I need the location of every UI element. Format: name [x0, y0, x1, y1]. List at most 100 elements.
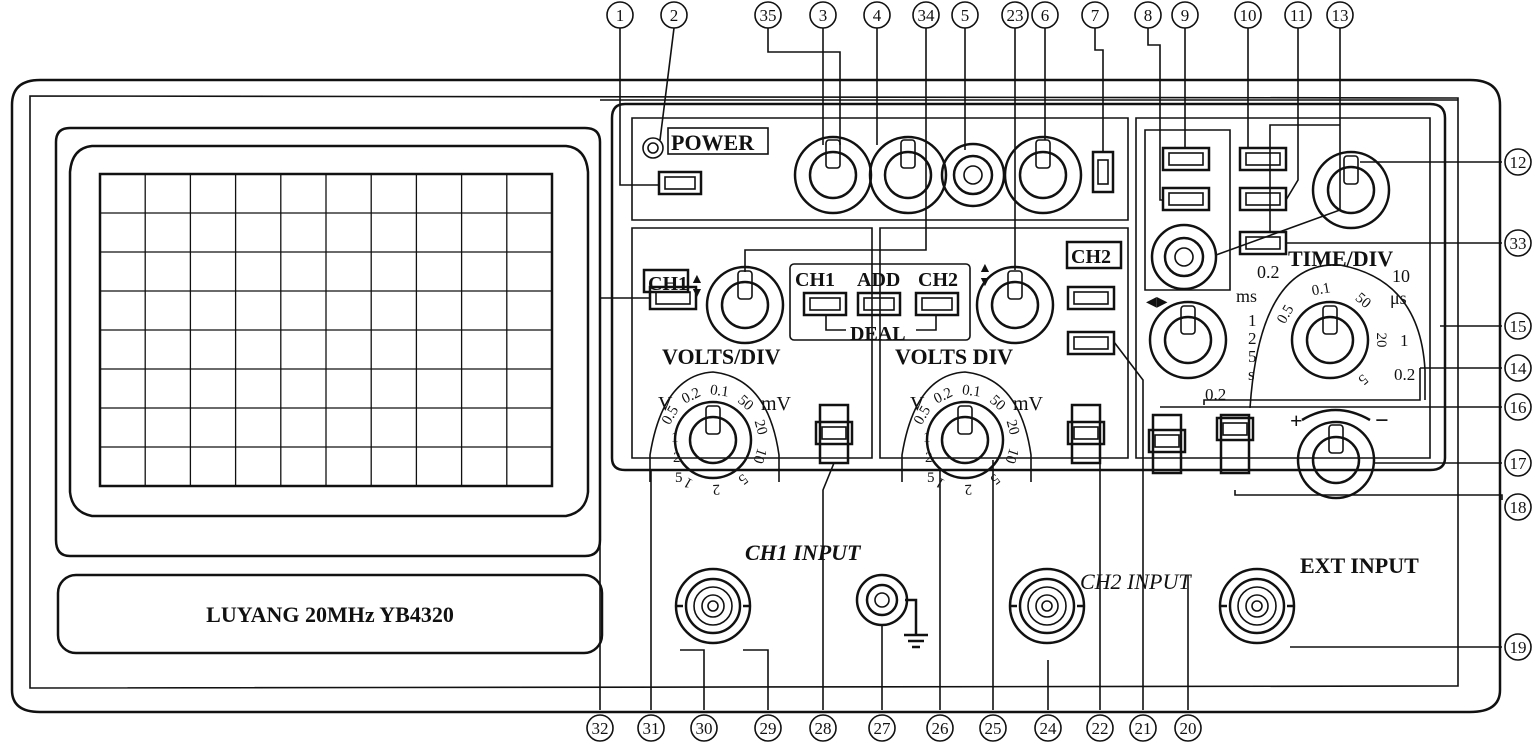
trigger-level-knob[interactable] — [1150, 223, 1218, 291]
callout-27: 27 — [868, 714, 896, 742]
ch2-label: CH2 — [1071, 246, 1111, 268]
time-us-label: μs — [1390, 288, 1407, 308]
callout-number: 2 — [670, 6, 679, 25]
callout-35: 35 — [754, 1, 782, 29]
power-switch[interactable] — [657, 170, 703, 196]
trigger-button-9[interactable] — [1161, 146, 1211, 172]
callout-23: 23 — [1001, 1, 1029, 29]
callout-32: 32 — [586, 714, 614, 742]
callout-number: 8 — [1144, 6, 1153, 25]
model-plate: LUYANG 20MHz YB4320 — [56, 573, 604, 655]
trigger-section — [1150, 146, 1391, 291]
dial-scale-value: 20 — [1003, 418, 1022, 437]
leader-lines — [599, 27, 1503, 710]
callout-28: 28 — [809, 714, 837, 742]
callout-19: 19 — [1504, 633, 1532, 661]
intensity-knob[interactable] — [793, 135, 873, 215]
time-ms-label: ms — [1236, 286, 1257, 306]
callout-33: 33 — [1504, 229, 1532, 257]
trigger-button-8[interactable] — [1161, 186, 1211, 212]
dial-left-value: 2 — [925, 450, 933, 466]
callout-21: 21 — [1129, 714, 1157, 742]
model-label: LUYANG 20MHz YB4320 — [206, 602, 454, 627]
callout-number: 31 — [643, 719, 660, 738]
time-scale-value: 50 — [1352, 290, 1374, 312]
crt-screen — [54, 126, 602, 558]
callout-number: 35 — [760, 6, 777, 25]
ch2-gnd-switch[interactable] — [1066, 403, 1106, 465]
ch2-input-connector[interactable] — [1008, 567, 1086, 645]
dial-scale-value: 5 — [735, 470, 751, 487]
calibrator-terminal[interactable] — [1091, 150, 1115, 194]
holdoff-knob[interactable] — [1311, 150, 1391, 230]
dial-scale-value: 1 — [681, 474, 695, 492]
callout-number: 28 — [815, 719, 832, 738]
callout-number: 19 — [1510, 638, 1527, 657]
callout-10: 10 — [1234, 1, 1262, 29]
ch1-input-connector[interactable] — [674, 567, 752, 645]
ext-input-connector[interactable] — [1218, 567, 1296, 645]
time-left-value: 1 — [1248, 311, 1257, 330]
ch1-position-knob[interactable] — [705, 265, 785, 345]
astigmatism-knob[interactable] — [940, 142, 1006, 208]
callout-number: 26 — [932, 719, 949, 738]
time-scale-value: 0.1 — [1311, 280, 1332, 299]
callout-11: 11 — [1284, 1, 1312, 29]
time-left-bottom: 0.2 — [1205, 385, 1226, 404]
dial-scale-value: 10 — [1001, 446, 1021, 465]
dial-scale-value: 10 — [749, 446, 769, 465]
sweep-switch-right[interactable] — [1215, 413, 1255, 475]
callout-number: 16 — [1510, 398, 1527, 417]
callout-number: 10 — [1240, 6, 1257, 25]
callout-number: 22 — [1092, 719, 1109, 738]
dial-scale-value: 20 — [751, 418, 770, 437]
ch1-label: CH1 — [648, 273, 688, 295]
callout-29: 29 — [754, 714, 782, 742]
ch2-position-knob[interactable] — [975, 265, 1055, 345]
callout-number: 18 — [1510, 498, 1527, 517]
ch2-invert-button[interactable] — [1066, 330, 1116, 356]
power-section: POWER — [642, 127, 769, 196]
ch1-input-label: CH1 INPUT — [745, 540, 862, 565]
mode-ch2-button[interactable] — [914, 291, 960, 317]
time-div-label: TIME/DIV — [1288, 246, 1393, 271]
trigger-button-10[interactable] — [1238, 146, 1288, 172]
trigger-button-11[interactable] — [1238, 186, 1288, 212]
ch2-input-label: CH2 INPUT — [1080, 569, 1192, 594]
callout-number: 13 — [1332, 6, 1349, 25]
trigger-level-knob-large[interactable] — [1296, 420, 1376, 500]
dial-scale-value: 0.1 — [709, 382, 730, 400]
callout-34: 34 — [912, 1, 940, 29]
mode-ch1-button[interactable] — [802, 291, 848, 317]
ch1-gnd-switch[interactable] — [814, 403, 854, 465]
focus-knob[interactable] — [868, 135, 948, 215]
h-position-knob[interactable] — [1148, 300, 1228, 380]
ground-terminal[interactable] — [855, 573, 909, 627]
trace-rotation-knob[interactable] — [1003, 135, 1083, 215]
h-position-arrow-icon: ◀▶ — [1146, 295, 1168, 310]
callout-number: 3 — [819, 6, 828, 25]
ground-icon — [904, 598, 928, 649]
callout-15: 15 — [1504, 312, 1532, 340]
callout-number: 4 — [873, 6, 882, 25]
callout-20: 20 — [1174, 714, 1202, 742]
mode-add-button[interactable] — [856, 291, 902, 317]
callout-16: 16 — [1504, 393, 1532, 421]
callout-5: 5 — [951, 1, 979, 29]
ch2-volts-div-label: VOLTS DIV — [895, 344, 1013, 369]
callout-number: 29 — [760, 719, 777, 738]
ch2-ac-dc-button[interactable] — [1066, 285, 1116, 311]
power-label: POWER — [671, 130, 755, 155]
callout-number: 23 — [1007, 6, 1024, 25]
plus-label: + — [1290, 408, 1303, 433]
minus-label: − — [1375, 408, 1389, 434]
callout-26: 26 — [926, 714, 954, 742]
sweep-switch-left[interactable] — [1147, 413, 1187, 475]
dial-mv-label: mV — [1013, 393, 1044, 415]
callout-24: 24 — [1034, 714, 1062, 742]
time-scale-value: 0.5 — [1274, 302, 1297, 326]
